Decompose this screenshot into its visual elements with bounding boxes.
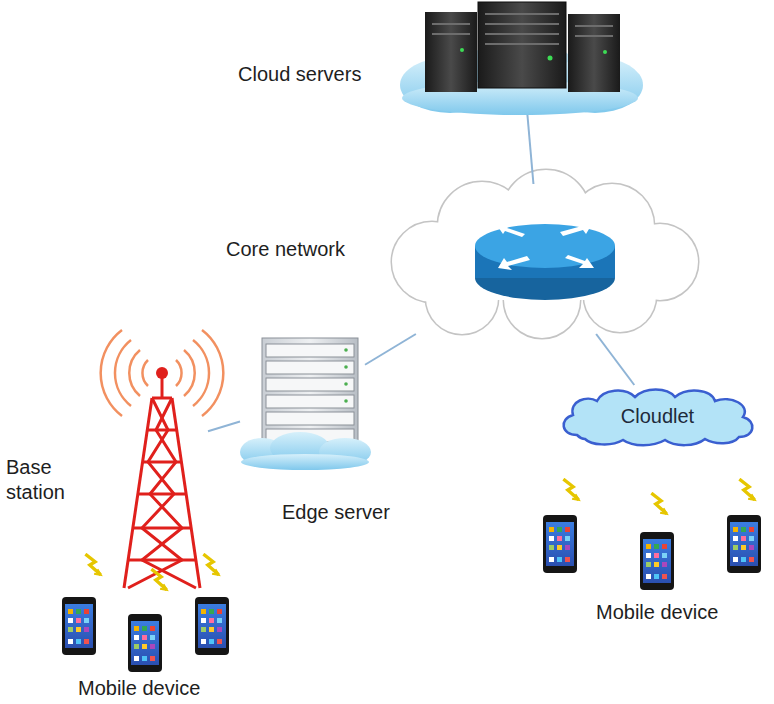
edge-server-node: Edge server — [240, 335, 365, 470]
node-label: Cloudlet — [621, 404, 694, 429]
illustration-label: Cloud servers — [238, 62, 361, 87]
wireless-signals — [85, 479, 754, 590]
network-link — [527, 115, 533, 184]
core-network-illustration — [392, 170, 698, 338]
cloudlet-node: Cloudlet — [555, 385, 760, 447]
cloud-servers-node: Cloud servers — [405, 2, 640, 115]
core-network-node: Core network — [380, 184, 700, 334]
illustration-label: Base station — [6, 455, 102, 505]
group-label: Mobile device — [78, 676, 200, 701]
base-station-node: Base station — [118, 300, 208, 590]
cloud-servers-illustration — [400, 2, 643, 115]
edge-server-illustration — [240, 338, 371, 470]
network-link — [365, 334, 416, 365]
illustration-label: Edge server — [282, 500, 390, 525]
illustration-label: Core network — [226, 237, 345, 262]
group-label: Mobile device — [596, 600, 718, 625]
network-link — [208, 422, 240, 432]
base-station-tower — [101, 330, 224, 588]
network-link — [596, 334, 634, 385]
mobile-devices — [62, 515, 761, 672]
